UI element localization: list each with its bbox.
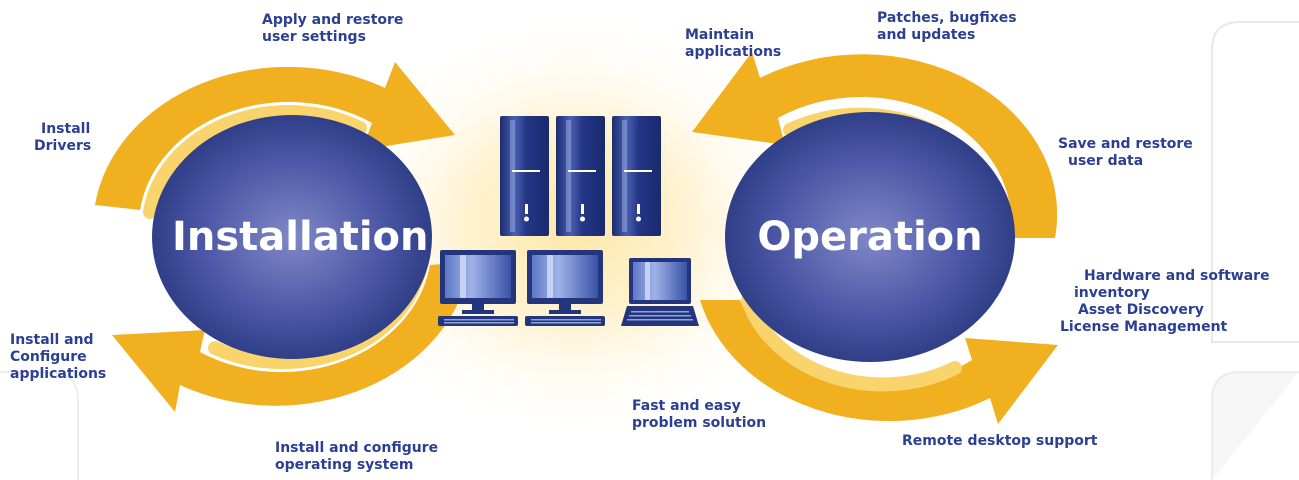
label-line: Asset Discovery — [1078, 302, 1204, 318]
label-line: Fast and easy — [632, 398, 741, 414]
label-line: Hardware and software — [1084, 268, 1270, 284]
label-save-restore-user-data: Save and restore user data — [1058, 136, 1193, 170]
label-line: Install and — [10, 332, 94, 348]
installation-hub — [152, 115, 432, 359]
label-line: License Management — [1060, 319, 1228, 335]
operation-cycle — [692, 52, 1058, 424]
label-line: Install and configure — [275, 440, 439, 456]
operation-hub — [725, 112, 1015, 362]
label-line: Save and restore — [1058, 136, 1193, 152]
operation-arrow-bottom — [700, 300, 1058, 424]
installation-arrow-bottom — [112, 262, 470, 412]
background-panels — [0, 21, 1299, 480]
installation-cycle — [95, 62, 470, 412]
label-install-drivers: Install Drivers — [34, 121, 91, 155]
label-line: problem solution — [632, 415, 767, 431]
label-line: user settings — [262, 29, 366, 45]
label-line: Remote desktop support — [902, 433, 1098, 449]
label-line: inventory — [1074, 285, 1150, 301]
label-line: operating system — [275, 457, 414, 473]
label-line: Patches, bugfixes — [877, 10, 1017, 26]
label-line: applications — [10, 366, 107, 382]
operation-arrow-top — [692, 52, 1058, 238]
label-line: and updates — [877, 27, 976, 43]
label-line: Maintain — [685, 27, 755, 43]
label-install-configure-applications: Install and Configure applications — [10, 332, 106, 383]
label-line: Install — [41, 121, 91, 137]
label-maintain-applications: Maintain applications — [685, 27, 781, 61]
installation-arrow-highlight — [143, 105, 367, 219]
label-inventory-asset-license: Hardware and software inventory Asset Di… — [1060, 268, 1270, 336]
label-line: applications — [685, 44, 782, 60]
operation-arrow-highlight-2 — [741, 293, 962, 392]
label-install-configure-os: Install and configure operating system — [275, 440, 438, 474]
label-remote-desktop-support: Remote desktop support — [902, 433, 1097, 450]
label-line: Apply and restore — [262, 12, 404, 28]
operation-title: Operation — [757, 214, 983, 260]
label-apply-restore-user-settings: Apply and restore user settings — [262, 12, 403, 46]
installation-arrow-top — [95, 62, 455, 210]
label-line: user data — [1068, 153, 1144, 169]
label-line: Drivers — [34, 138, 92, 154]
server-tower-icon — [500, 116, 661, 236]
laptop-icon — [621, 258, 699, 326]
installation-title: Installation — [172, 214, 429, 260]
label-line: Configure — [10, 349, 87, 365]
label-patches-bugfixes-updates: Patches, bugfixes and updates — [877, 10, 1017, 44]
desktop-computer-icon — [438, 250, 605, 326]
label-fast-easy-problem-solution: Fast and easy problem solution — [632, 398, 766, 432]
